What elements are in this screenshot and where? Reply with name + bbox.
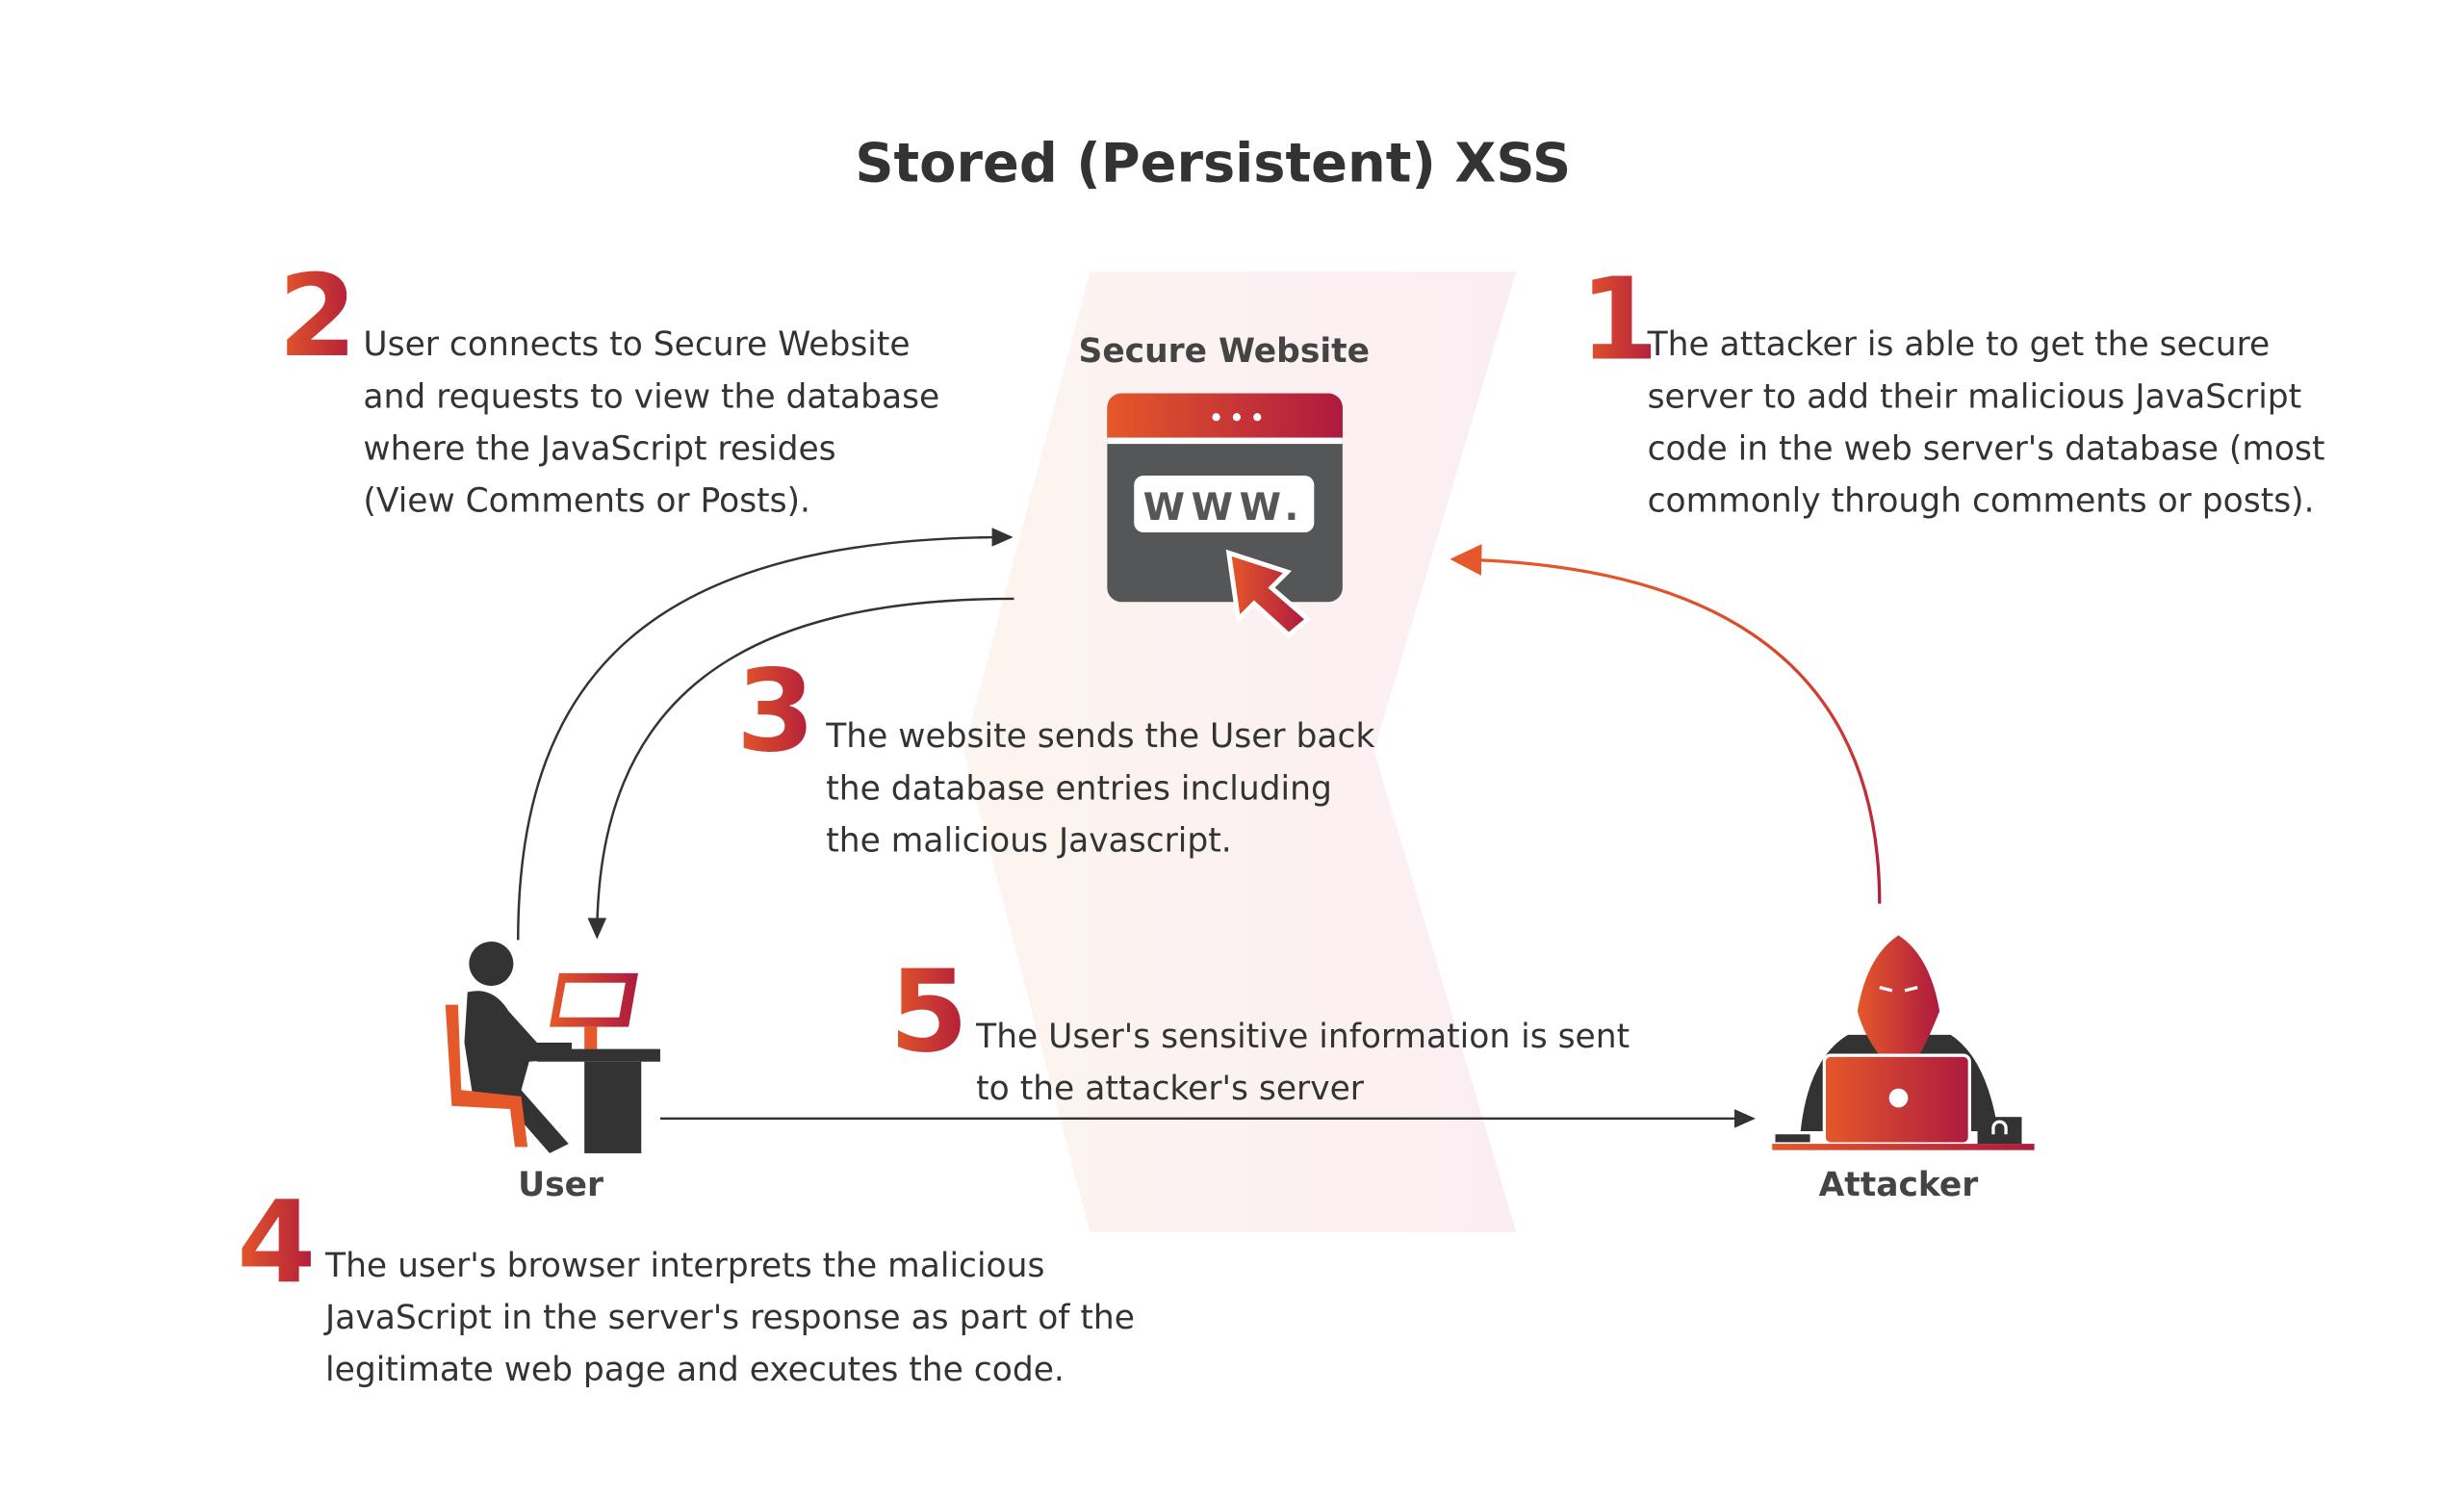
step-2-line: and requests to view the database [363,377,940,416]
step-1-line: server to add their malicious JavaScript [1647,377,2302,416]
step-3-number: 3 [735,644,815,778]
attacker-icon [1772,935,2035,1150]
step-2-text: User connects to Secure Website and requ… [363,319,939,528]
step-4-text: The user's browser interprets the malici… [325,1240,1135,1396]
page-title: Stored (Persistent) XSS [855,132,1572,196]
arrow-attacker-to-website [1450,544,1882,904]
browser-icon [1107,393,1343,638]
step-4-line: legitimate web page and executes the cod… [325,1351,1065,1389]
step-4-number: 4 [237,1175,317,1308]
browser-url-text: WWW. [1143,485,1305,529]
step-3-line: the database entries including [826,769,1332,808]
step-5-text: The User's sensitive information is sent… [976,1011,1630,1115]
attacker-label: Attacker [1818,1166,1979,1204]
step-2-line: (View Comments or Posts). [363,481,811,520]
step-1-number: 1 [1579,252,1659,386]
step-5-line: to the attacker's server [976,1069,1364,1108]
arrow-website-to-user [587,597,1014,940]
step-1-line: commonly through comments or posts). [1647,481,2315,520]
user-label: User [518,1166,603,1204]
arrow-user-to-website [517,528,1014,941]
step-1-line: The attacker is able to get the secure [1647,325,2271,364]
step-4-line: The user's browser interprets the malici… [325,1246,1045,1285]
step-3-text: The website sends the User back the data… [826,710,1374,866]
step-5-number: 5 [888,944,969,1078]
step-2-line: where the JavaScript resides [363,429,836,468]
website-label: Secure Website [1078,331,1371,370]
background-band [963,271,1517,1232]
step-5-line: The User's sensitive information is sent [976,1017,1630,1056]
step-3-line: the malicious Javascript. [826,821,1232,860]
user-icon [445,942,660,1153]
step-1-text: The attacker is able to get the secure s… [1648,319,2325,528]
step-2-line: User connects to Secure Website [363,325,911,364]
step-4-line: JavaScript in the server's response as p… [325,1298,1135,1337]
step-1-line: code in the web server's database (most [1647,429,2325,468]
step-2-number: 2 [277,249,358,383]
step-3-line: The website sends the User back [826,717,1375,756]
